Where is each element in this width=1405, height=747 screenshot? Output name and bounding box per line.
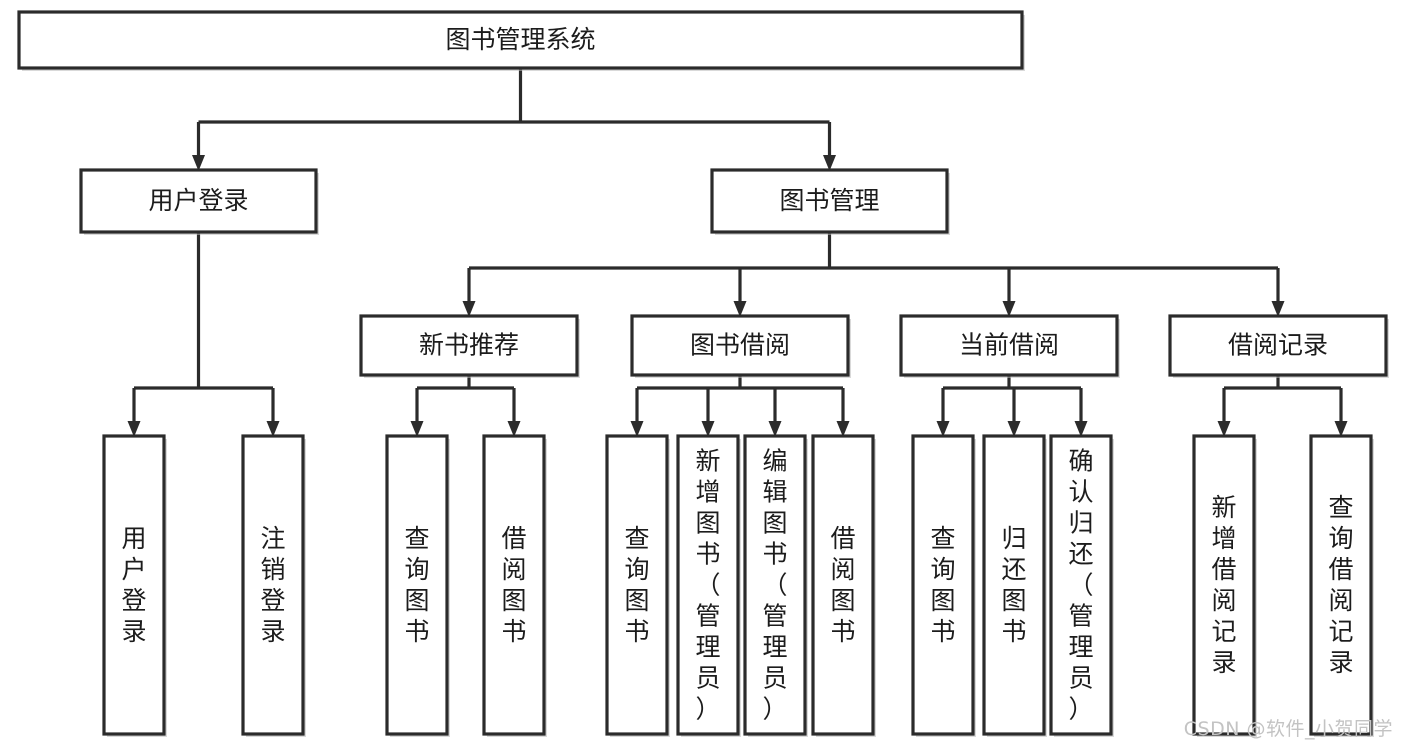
arrow-head-icon: [1271, 301, 1285, 317]
arrow-head-icon: [410, 421, 424, 437]
node-login-out[interactable]: 注销登录: [241, 434, 306, 737]
node-current[interactable]: 当前借阅: [899, 314, 1120, 378]
node-login-in[interactable]: 用户登录: [102, 434, 167, 737]
node-b-edit[interactable]: 编辑图书（管理员）: [743, 434, 808, 737]
arrow-head-icon: [507, 421, 521, 437]
node-box[interactable]: [811, 434, 875, 736]
arrow-head-icon: [823, 155, 836, 171]
node-box[interactable]: [79, 168, 318, 234]
node-label: 查询借阅记录: [1328, 493, 1353, 677]
node-box[interactable]: [385, 434, 449, 736]
node-box[interactable]: [982, 434, 1046, 736]
node-box[interactable]: [1168, 314, 1388, 377]
node-label: 借阅图书: [501, 524, 526, 646]
arrow-head-icon: [1007, 421, 1021, 437]
node-label: 查询图书: [930, 524, 955, 646]
node-new-query[interactable]: 查询图书: [385, 434, 450, 737]
edge-group-login: [127, 232, 280, 437]
node-c-query[interactable]: 查询图书: [911, 434, 976, 737]
arrow-head-icon: [836, 421, 850, 437]
node-label: 注销登录: [260, 524, 285, 646]
node-box[interactable]: [630, 314, 850, 377]
node-box[interactable]: [482, 434, 546, 736]
edge-group-newbook: [410, 375, 521, 437]
arrow-head-icon: [192, 155, 205, 171]
node-label: 用户登录: [121, 524, 146, 646]
arrow-head-icon: [1334, 421, 1348, 437]
node-box[interactable]: [676, 434, 740, 736]
node-label: 用户登录: [148, 186, 248, 215]
node-borrow[interactable]: 图书借阅: [630, 314, 851, 378]
arrow-head-icon: [936, 421, 950, 437]
node-c-return[interactable]: 归还图书: [982, 434, 1047, 737]
node-label: 图书借阅: [690, 331, 790, 360]
node-new-borrow[interactable]: 借阅图书: [482, 434, 547, 737]
node-box[interactable]: [102, 434, 166, 736]
edge-group-records: [1217, 375, 1348, 437]
node-label: 新增借阅记录: [1211, 493, 1236, 677]
edge-group-borrow: [630, 375, 850, 437]
node-c-confirm[interactable]: 确认归还（管理员）: [1049, 434, 1114, 737]
node-label: 查询图书: [404, 524, 429, 646]
arrow-head-icon: [266, 421, 280, 437]
arrow-head-icon: [768, 421, 782, 437]
node-label: 图书管理: [779, 186, 879, 215]
node-root[interactable]: 图书管理系统: [17, 10, 1025, 71]
node-r-query[interactable]: 查询借阅记录: [1309, 434, 1374, 737]
node-newbook[interactable]: 新书推荐: [359, 314, 580, 378]
node-box[interactable]: [359, 314, 579, 377]
arrow-head-icon: [1217, 421, 1231, 437]
node-box[interactable]: [1049, 434, 1113, 736]
node-label: 图书管理系统: [445, 25, 595, 54]
node-label: 编辑图书（管理员）: [762, 447, 787, 724]
node-r-add[interactable]: 新增借阅记录: [1192, 434, 1257, 737]
node-label: 查询图书: [624, 524, 649, 646]
arrow-head-icon: [1002, 301, 1016, 317]
arrow-head-icon: [127, 421, 141, 437]
node-label: 新书推荐: [419, 331, 519, 360]
node-box[interactable]: [911, 434, 975, 736]
edge-group-bookmgmt: [462, 232, 1285, 317]
node-label: 归还图书: [1001, 524, 1026, 646]
node-records[interactable]: 借阅记录: [1168, 314, 1389, 378]
node-b-query[interactable]: 查询图书: [605, 434, 670, 737]
arrow-head-icon: [733, 301, 747, 317]
node-bookmgmt[interactable]: 图书管理: [710, 168, 950, 235]
node-box[interactable]: [17, 10, 1024, 70]
edge-group-root: [192, 68, 836, 171]
node-box[interactable]: [1309, 434, 1373, 736]
node-layer: 图书管理系统用户登录图书管理新书推荐图书借阅当前借阅借阅记录用户登录注销登录查询…: [17, 10, 1389, 737]
arrow-head-icon: [462, 301, 476, 317]
node-box[interactable]: [241, 434, 305, 736]
arrow-head-icon: [701, 421, 715, 437]
node-box[interactable]: [899, 314, 1119, 377]
node-label: 借阅记录: [1228, 331, 1328, 360]
arrow-head-icon: [1074, 421, 1088, 437]
node-label: 新增图书（管理员）: [695, 447, 720, 724]
edge-group-current: [936, 375, 1088, 437]
node-label: 当前借阅: [959, 331, 1059, 360]
node-box[interactable]: [710, 168, 949, 234]
node-label: 借阅图书: [830, 524, 855, 646]
node-login[interactable]: 用户登录: [79, 168, 319, 235]
node-box[interactable]: [605, 434, 669, 736]
edge-layer: [127, 68, 1348, 437]
node-box[interactable]: [743, 434, 807, 736]
node-label: 确认归还（管理员）: [1068, 447, 1093, 724]
node-box[interactable]: [1192, 434, 1256, 736]
node-b-add[interactable]: 新增图书（管理员）: [676, 434, 741, 737]
node-b-borrow[interactable]: 借阅图书: [811, 434, 876, 737]
arrow-head-icon: [630, 421, 644, 437]
